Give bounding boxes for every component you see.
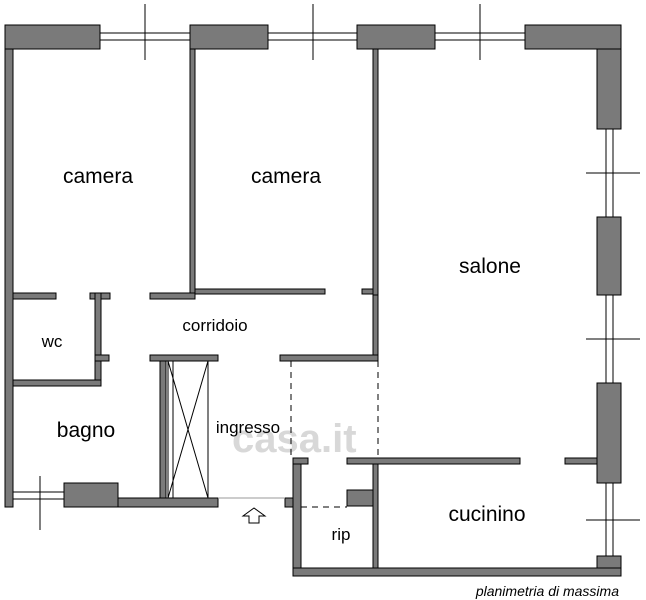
- wall-cucinino-left: [372, 457, 379, 569]
- windows: [13, 4, 640, 556]
- wall-camera-bottom-4: [194, 288, 326, 295]
- watermark-text: casa.it: [232, 417, 357, 461]
- wall-rip-left: [292, 457, 302, 577]
- label-rip: rip: [332, 525, 351, 544]
- wall-bottom-2: [117, 497, 219, 508]
- label-salone: salone: [459, 255, 521, 278]
- wall-right-1: [596, 48, 622, 130]
- wall-ingresso-stub: [292, 457, 309, 465]
- outer-walls: [4, 24, 622, 577]
- label-ingresso: ingresso: [216, 418, 280, 437]
- wall-cucinino-top-right: [564, 457, 598, 465]
- closet: [167, 360, 209, 499]
- entrance-arrow-icon: [241, 507, 267, 524]
- wall-salone-left-mid: [372, 294, 379, 361]
- wall-right-2: [596, 216, 622, 296]
- label-corridoio: corridoio: [182, 316, 247, 335]
- wall-top-4: [524, 24, 622, 50]
- label-cucinino: cucinino: [448, 503, 525, 526]
- wall-wc-stub: [94, 354, 110, 362]
- label-wc: wc: [41, 332, 63, 351]
- wall-top-3: [356, 24, 436, 50]
- wall-camera-bottom-3: [149, 292, 196, 300]
- wall-bottom-3: [284, 497, 294, 508]
- dashed-openings: [218, 361, 379, 508]
- wall-left: [4, 48, 14, 508]
- label-camera-right: camera: [251, 165, 321, 188]
- wall-salone-left-upper: [372, 48, 379, 296]
- wall-top-1: [4, 24, 101, 50]
- label-bagno: bagno: [57, 419, 115, 442]
- wall-camera-divider: [189, 48, 196, 294]
- wall-top-2: [189, 24, 269, 50]
- wall-camera-bottom-1: [12, 292, 57, 300]
- caption: planimetria di massima: [475, 583, 619, 599]
- wall-corridor-bottom-1: [149, 354, 219, 362]
- wall-wc-right: [94, 292, 102, 356]
- wall-bagno-right: [159, 360, 167, 499]
- wall-wc-bottom: [12, 379, 102, 387]
- wall-camera-bottom-5: [361, 288, 374, 295]
- wall-cucinino-top: [346, 457, 521, 465]
- label-camera-left: camera: [63, 165, 133, 188]
- wall-bottom-long: [292, 567, 622, 577]
- wall-right-3: [596, 382, 622, 484]
- wall-corridor-bottom-2: [279, 354, 379, 362]
- wall-bottom-1: [63, 482, 119, 508]
- interior-walls: [12, 48, 598, 569]
